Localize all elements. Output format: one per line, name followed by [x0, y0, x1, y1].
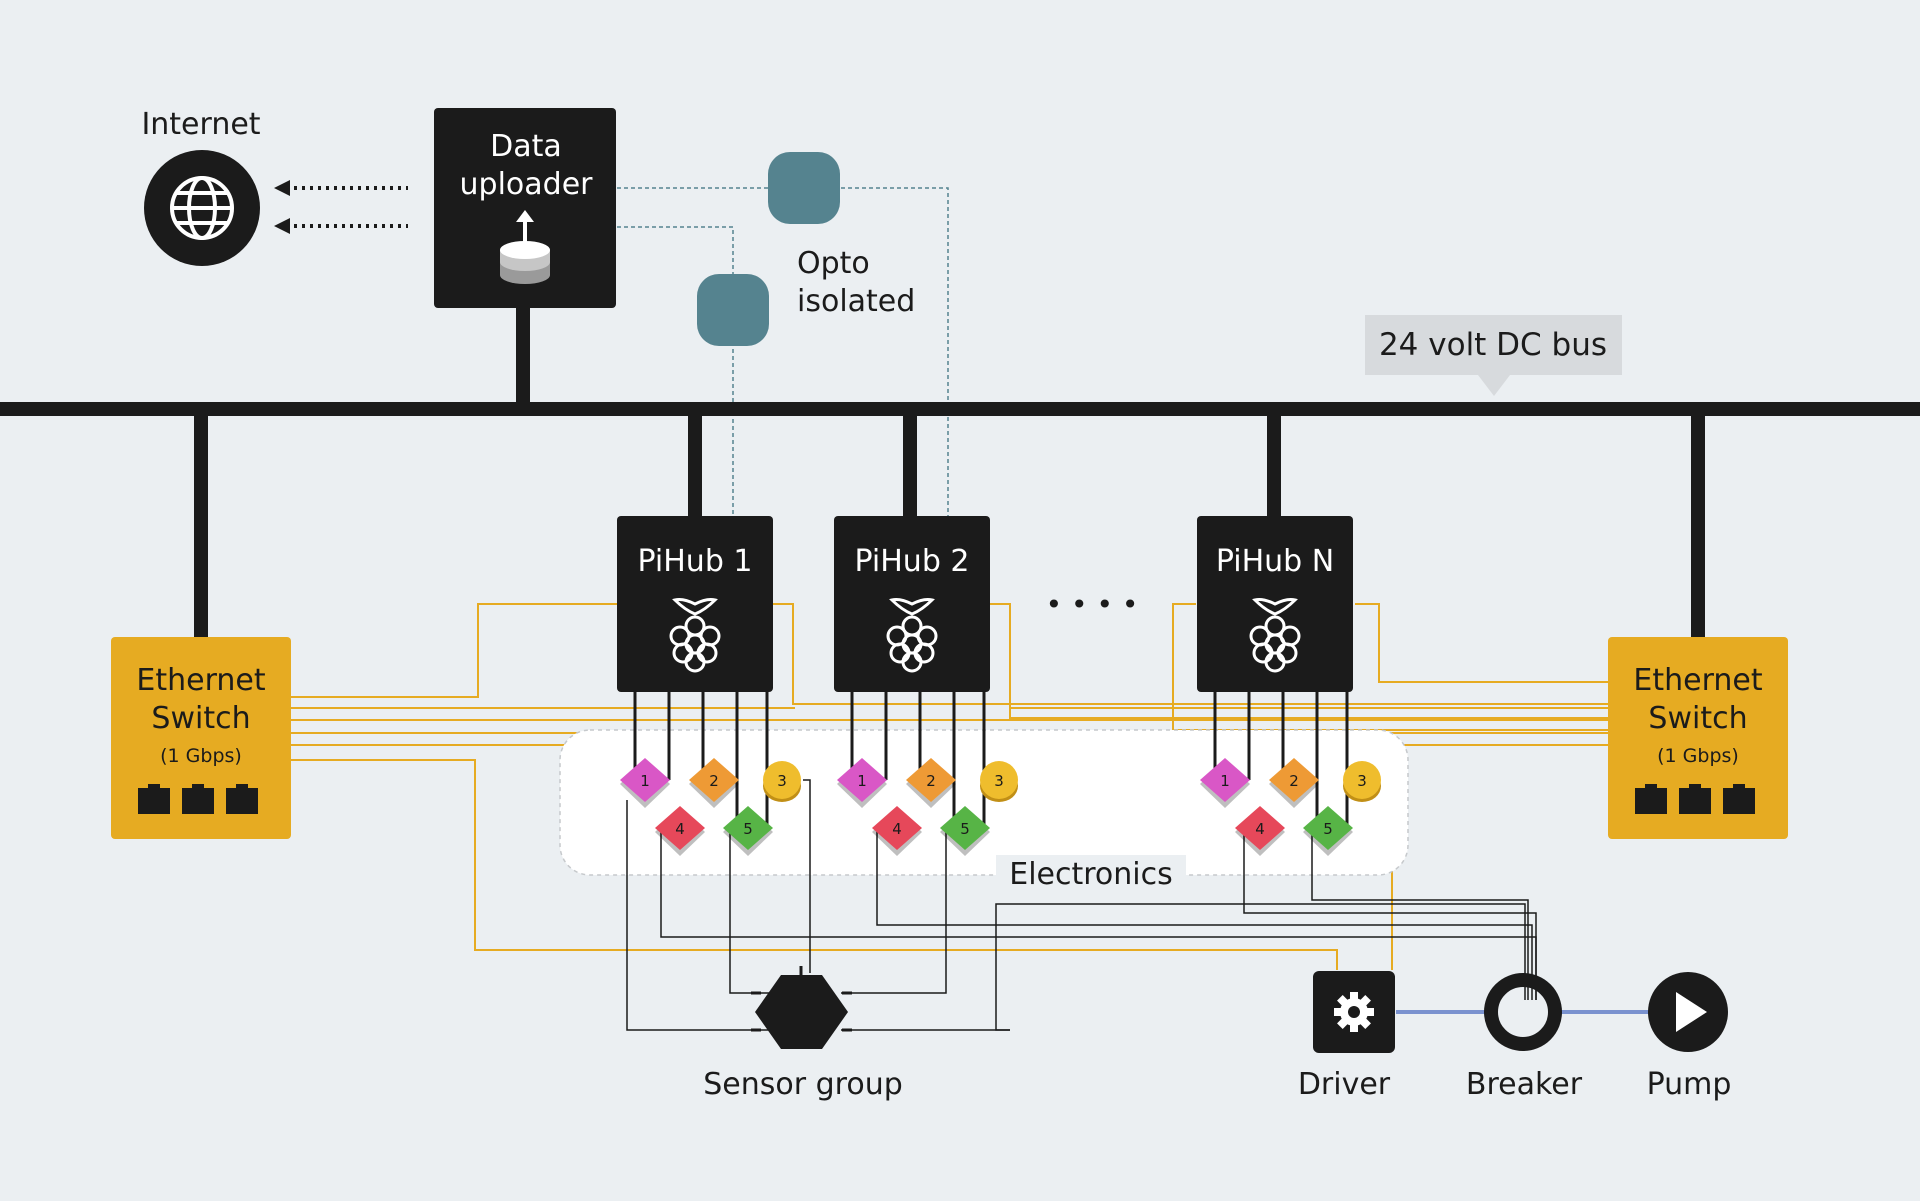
hexagon-icon — [755, 975, 848, 1049]
port-3: 3 — [763, 761, 801, 802]
driver-label: Driver — [1298, 1067, 1391, 1102]
arrow-left-icon — [274, 218, 290, 234]
breaker-node: Breaker — [1466, 973, 1583, 1102]
port-number: 2 — [1289, 772, 1299, 790]
port-3: 3 — [1343, 761, 1381, 802]
port-4: 4 — [1235, 806, 1285, 856]
switch-left-speed: (1 Gbps) — [160, 745, 242, 767]
sensor-group-label: Sensor group — [703, 1067, 903, 1102]
opto-label-line2: isolated — [797, 284, 915, 319]
pump-label: Pump — [1647, 1067, 1732, 1102]
port-number: 1 — [857, 772, 867, 790]
opto-wires — [617, 187, 949, 516]
opto-isolators: Opto isolated — [697, 152, 915, 346]
sensor-wires — [626, 779, 1537, 1031]
hub-ellipsis: • • • • — [1046, 588, 1139, 621]
port-5: 5 — [723, 806, 773, 856]
ethernet-port-icon — [1635, 784, 1755, 814]
driver-node: Driver — [1298, 971, 1395, 1102]
internet-node: Internet — [141, 107, 261, 266]
opto-isolator — [768, 152, 840, 224]
pihub-2: PiHub 2 1 2 3 4 5 — [834, 516, 1018, 856]
globe-icon — [170, 176, 234, 240]
port-1: 1 — [837, 758, 887, 808]
port-number: 5 — [743, 820, 753, 838]
raspberry-pi-icon — [886, 598, 938, 673]
port-number: 5 — [1323, 820, 1333, 838]
pihub-title: PiHub N — [1216, 544, 1334, 579]
internet-label: Internet — [141, 107, 260, 142]
port-2: 2 — [1269, 758, 1319, 808]
port-1: 1 — [1200, 758, 1250, 808]
pihubs: PiHub 1 1 2 3 4 5 PiHub 2 1 2 3 4 5 PiHub N 1 2 3 4 5 — [617, 516, 1381, 856]
opto-isolator — [697, 274, 769, 346]
port-3: 3 — [980, 761, 1018, 802]
switch-left-line2: Switch — [151, 701, 250, 736]
database-upload-icon — [500, 210, 550, 284]
raspberry-pi-icon — [669, 598, 721, 673]
breaker-label: Breaker — [1466, 1067, 1583, 1102]
ethernet-switch-right: Ethernet Switch (1 Gbps) — [1608, 637, 1788, 839]
port-number: 4 — [675, 820, 685, 838]
port-5: 5 — [940, 806, 990, 856]
port-4: 4 — [872, 806, 922, 856]
bus-callout: 24 volt DC bus — [1365, 315, 1622, 396]
port-number: 2 — [926, 772, 936, 790]
port-number: 4 — [892, 820, 902, 838]
dc-bus — [0, 305, 1920, 640]
switch-left-line1: Ethernet — [136, 663, 265, 698]
port-number: 2 — [709, 772, 719, 790]
port-2: 2 — [689, 758, 739, 808]
play-icon — [1676, 992, 1707, 1032]
port-number: 1 — [1220, 772, 1230, 790]
sensor-group: Sensor group — [703, 966, 903, 1102]
ring-icon — [1484, 973, 1562, 1051]
data-uploader: Data uploader — [434, 108, 616, 308]
port-number: 3 — [777, 772, 787, 790]
electronics-label: Electronics — [1009, 857, 1173, 892]
port-number: 1 — [640, 772, 650, 790]
ethernet-switch-left: Ethernet Switch (1 Gbps) — [111, 637, 291, 839]
port-number: 4 — [1255, 820, 1265, 838]
uploader-title-line1: Data — [490, 129, 562, 164]
gear-icon — [1334, 992, 1374, 1032]
pihub-title: PiHub 2 — [854, 544, 969, 579]
port-number: 5 — [960, 820, 970, 838]
switch-right-line1: Ethernet — [1633, 663, 1762, 698]
pihub-title: PiHub 1 — [637, 544, 752, 579]
opto-label-line1: Opto — [797, 246, 870, 281]
port-number: 3 — [1357, 772, 1367, 790]
port-1: 1 — [620, 758, 670, 808]
pihub-1: PiHub 1 1 2 3 4 5 — [617, 516, 801, 856]
ethernet-port-icon — [138, 784, 258, 814]
port-5: 5 — [1303, 806, 1353, 856]
upload-arrows — [274, 180, 408, 234]
bus-label: 24 volt DC bus — [1379, 327, 1607, 363]
port-number: 3 — [994, 772, 1004, 790]
switch-right-line2: Switch — [1648, 701, 1747, 736]
port-2: 2 — [906, 758, 956, 808]
pump-node: Pump — [1647, 972, 1732, 1102]
raspberry-pi-icon — [1249, 598, 1301, 673]
switch-right-speed: (1 Gbps) — [1657, 745, 1739, 767]
port-4: 4 — [655, 806, 705, 856]
arrow-left-icon — [274, 180, 290, 196]
uploader-title-line2: uploader — [460, 167, 594, 202]
pihub-n: PiHub N 1 2 3 4 5 — [1197, 516, 1381, 856]
